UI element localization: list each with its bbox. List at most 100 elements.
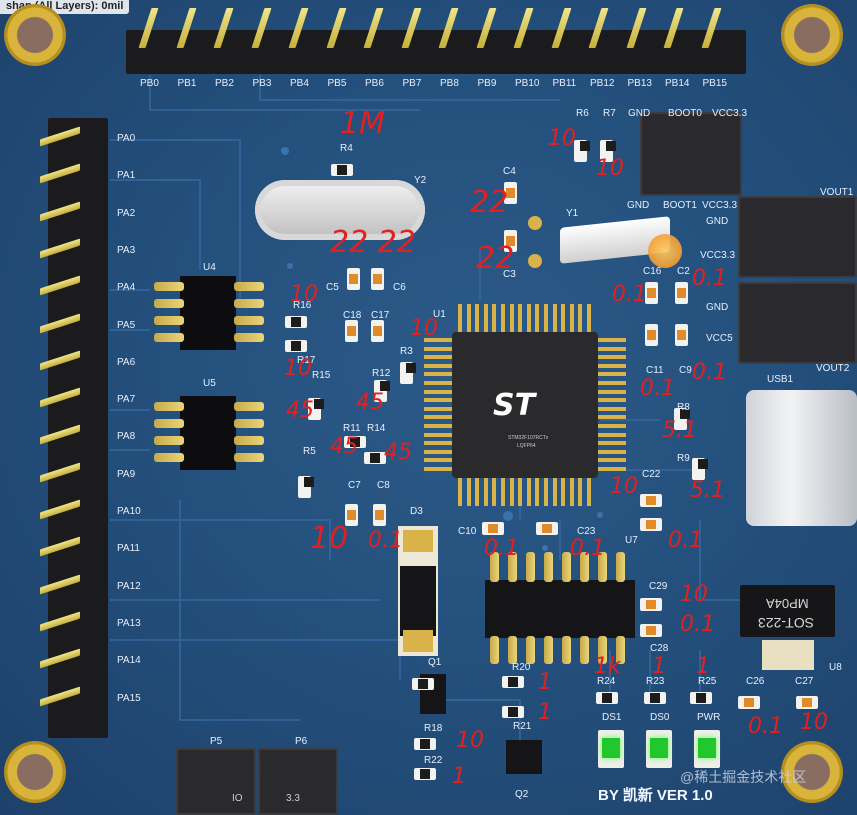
jumper-vout1	[738, 196, 857, 278]
resistor	[414, 768, 436, 780]
pin-label-pb: PB12	[590, 78, 615, 89]
header-p6	[258, 748, 338, 815]
anno-c26: 0.1	[748, 714, 783, 739]
capacitor	[645, 282, 658, 304]
pin-label-pb: PB4	[290, 78, 309, 89]
capacitor	[796, 696, 818, 709]
silk-label-r17: R17	[297, 355, 316, 366]
ic-pin	[234, 299, 264, 308]
silk-label-u4: U4	[203, 262, 216, 273]
mcu-part-label: STM32F107RCTx	[508, 435, 549, 441]
led-ds0	[646, 730, 672, 768]
pin-label-pa: PA13	[117, 617, 141, 629]
silk-label-r15: R15	[312, 370, 331, 381]
anno-c3: 22	[476, 241, 515, 276]
ic-pin	[526, 636, 535, 664]
ic-pin	[154, 316, 184, 325]
ic-pin	[154, 402, 184, 411]
ic-pin	[508, 636, 517, 664]
pin-label-pa: PA6	[117, 356, 136, 368]
jumper-label-top-boot0: BOOT0	[668, 108, 702, 119]
usb-c-connector	[746, 390, 857, 526]
transistor-q2	[506, 740, 542, 774]
pin-label-pb: PB0	[140, 78, 159, 89]
regulator-marking-top: MP04A	[766, 596, 809, 611]
capacitor	[345, 504, 358, 526]
silk-label-c3: C3	[503, 269, 516, 280]
p6-fragment: 3.3	[286, 793, 300, 804]
ic-pin	[234, 453, 264, 462]
qfp-pin	[598, 458, 626, 463]
resistor	[502, 706, 524, 718]
qfp-pin	[424, 381, 452, 385]
resistor	[690, 692, 712, 704]
silk-label-c9: C9	[679, 365, 692, 376]
chip-u7	[485, 580, 635, 638]
silk-label-y2: Y2	[414, 175, 427, 186]
anno-r17: 10	[284, 356, 312, 381]
silk-label-c26: C26	[746, 676, 765, 687]
qfp-pin	[544, 478, 548, 506]
pin-label-pb: PB14	[665, 78, 690, 89]
anno-r11: 45	[330, 434, 358, 459]
qfp-pin	[424, 406, 452, 411]
jumper-label-bot-vcc: VCC3.3	[702, 200, 738, 211]
silk-label-r21: R21	[513, 721, 532, 732]
silk-label-r20: R20	[512, 662, 531, 673]
silk-label-q2: Q2	[515, 789, 529, 800]
anno-r21: 1	[538, 700, 552, 725]
capacitor	[504, 230, 517, 252]
resistor	[285, 316, 307, 328]
qfp-pin	[561, 478, 566, 506]
anno-c10: 0.1	[484, 536, 519, 561]
capacitor	[371, 268, 384, 290]
jumper-label-vout1: VOUT1	[820, 187, 854, 198]
qfp-pin	[569, 478, 574, 506]
pin-label-pb: PB10	[515, 78, 540, 89]
silk-label-r14: R14	[367, 423, 386, 434]
silk-label-r24: R24	[597, 676, 616, 687]
capacitor	[371, 320, 384, 342]
ic-pin	[580, 636, 589, 664]
pin-label-pa: PA3	[117, 244, 136, 256]
qfp-pin	[424, 389, 452, 394]
pin-label-pa: PA11	[117, 543, 140, 555]
header-p5	[176, 748, 256, 815]
anno-r3: 10	[410, 316, 438, 341]
silk-label-r16: R16	[293, 300, 312, 311]
silk-label-r7: R7	[603, 108, 616, 119]
qfp-pin	[526, 304, 531, 332]
ic-pin	[562, 552, 571, 582]
qfp-pin	[424, 338, 452, 342]
jumper-boot	[640, 112, 742, 196]
qfp-pin	[544, 304, 548, 332]
anno-r25: 1	[696, 654, 710, 679]
silk-label-u1: U1	[433, 309, 446, 320]
qfp-pin	[475, 304, 480, 332]
silk-label-usb1: USB1	[767, 374, 794, 385]
qfp-pin	[424, 355, 452, 360]
pin-label-pa: PA5	[117, 319, 136, 331]
qfp-pin	[501, 304, 505, 332]
jumper-label-vcc33: VCC3.3	[700, 250, 736, 261]
anno-r4: 1M	[340, 106, 385, 141]
resistor	[644, 692, 666, 704]
silk-label-c18: C18	[343, 310, 362, 321]
capacitor	[536, 522, 558, 535]
pin-label-pb: PB3	[252, 78, 272, 89]
mount-hole-bottom-left	[4, 741, 66, 803]
capacitor	[504, 182, 517, 204]
ic-pin	[490, 636, 499, 664]
capacitor	[373, 504, 386, 526]
silk-label-r18: R18	[424, 723, 443, 734]
capacitor	[645, 324, 658, 346]
silk-label-r5: R5	[303, 446, 316, 457]
silk-label-c17: C17	[371, 310, 390, 321]
pin-label-pb: PB6	[365, 78, 384, 89]
ic-pin	[154, 299, 184, 308]
ic-pin	[234, 316, 264, 325]
capacitor	[640, 598, 662, 611]
qfp-pin	[598, 372, 626, 377]
ic-pin	[598, 636, 607, 664]
qfp-pin	[466, 478, 471, 506]
